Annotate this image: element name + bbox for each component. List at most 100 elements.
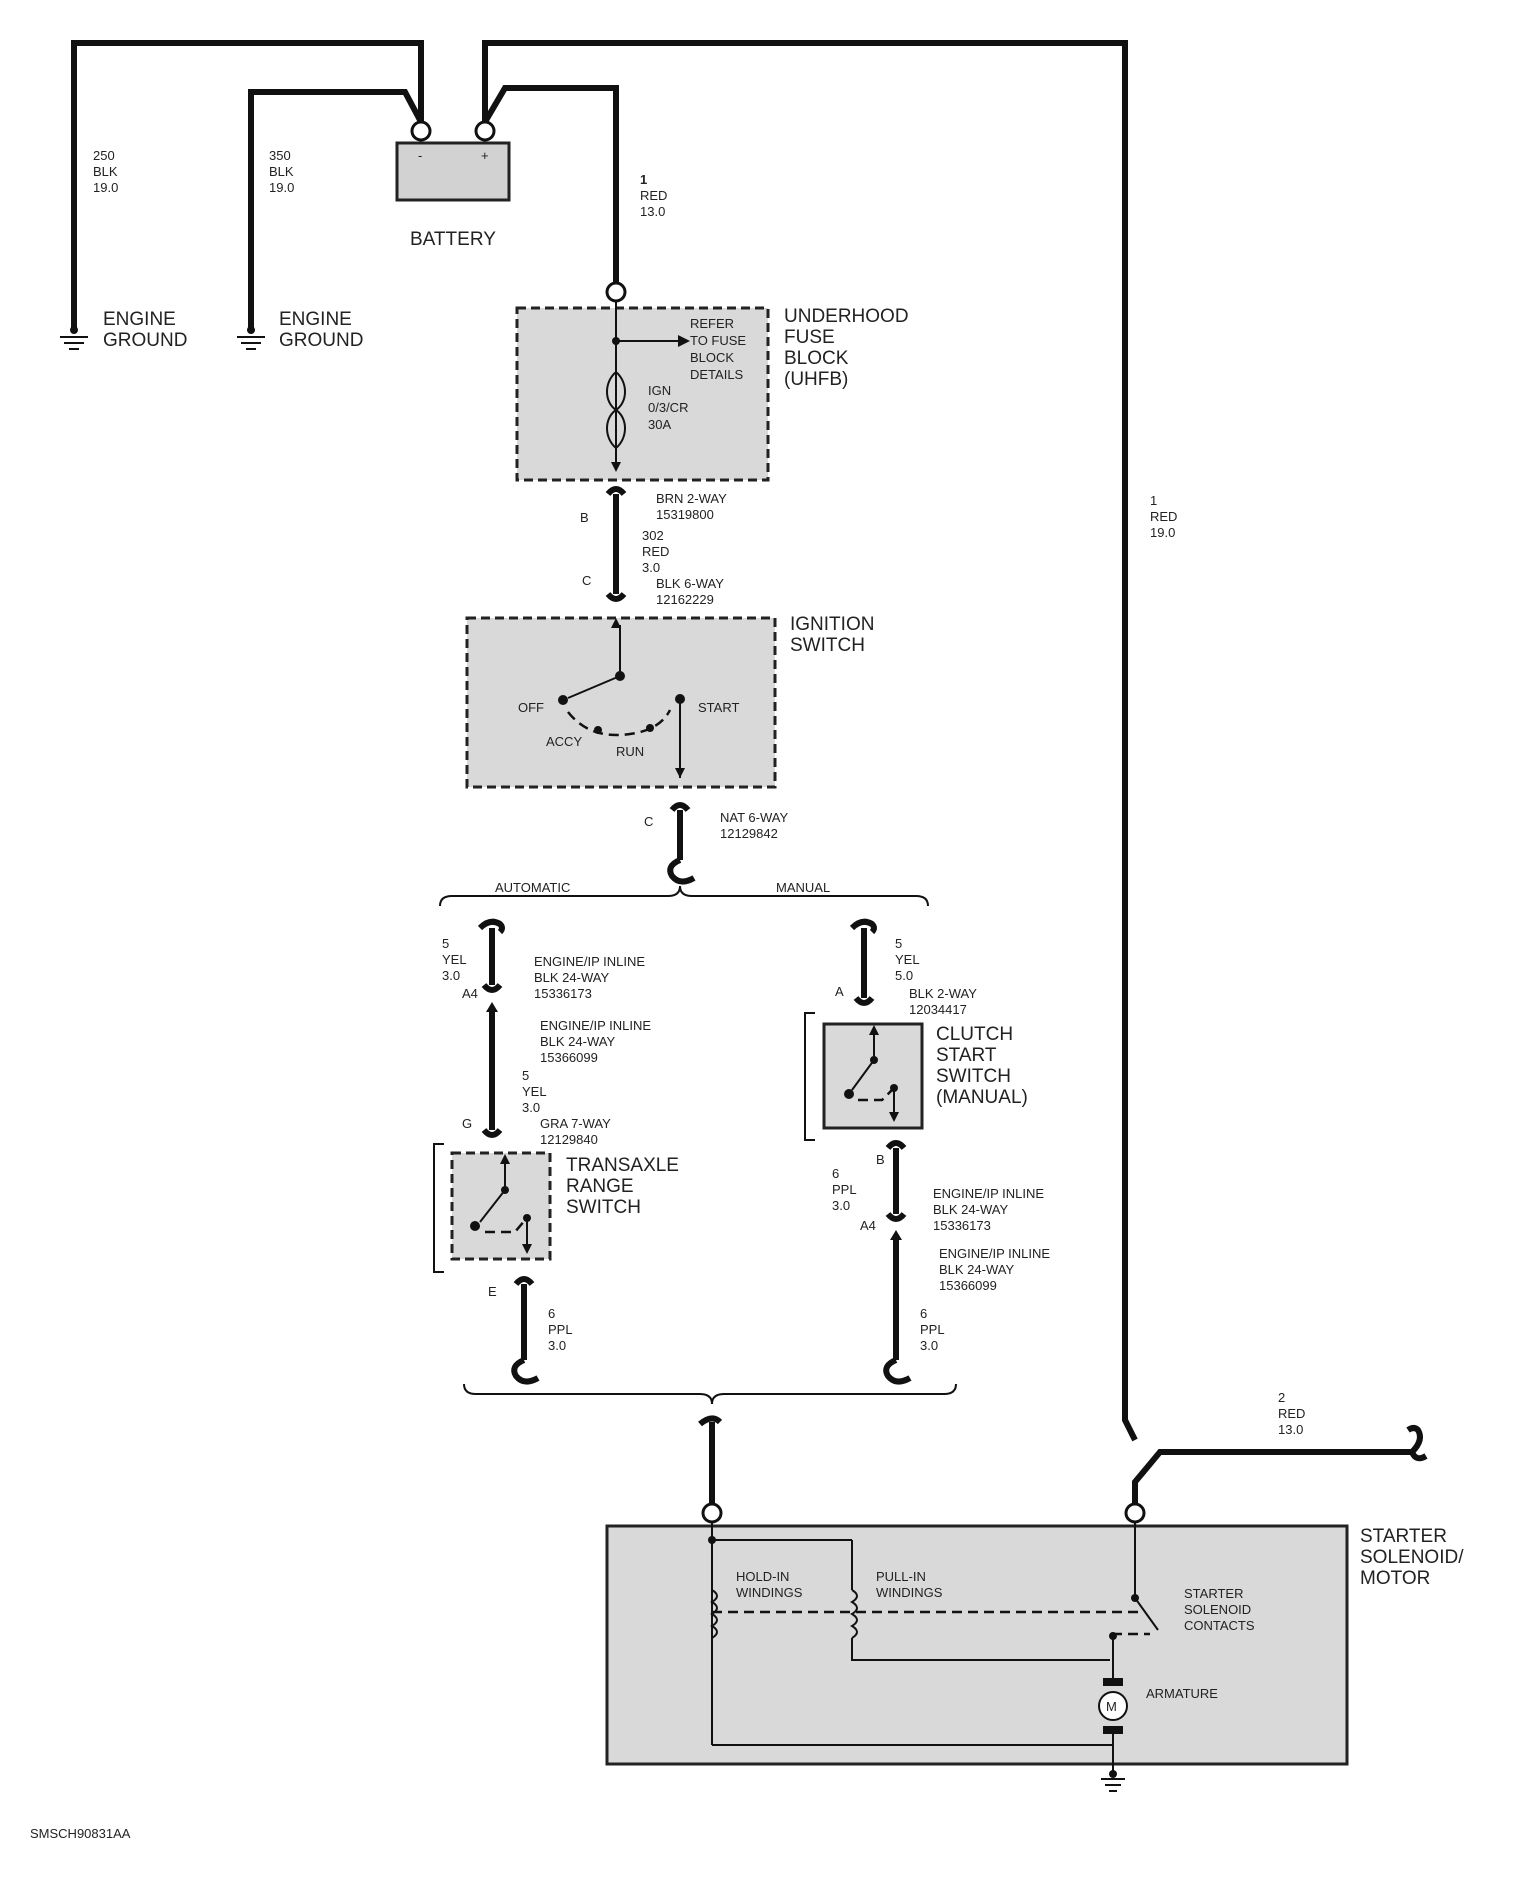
manual-wire-middle	[885, 1140, 907, 1222]
ignition-pos-accy: ACCY	[546, 734, 582, 749]
wire-302	[605, 486, 627, 602]
starter-feed-color: RED	[1150, 509, 1177, 524]
ignition-pos-start: START	[698, 700, 739, 715]
clutch-title-1: CLUTCH	[936, 1024, 1013, 1045]
battery: - +	[395, 120, 511, 202]
ground-1-gauge: 19.0	[93, 180, 118, 195]
ign-out-conn-part: 12129842	[720, 826, 778, 841]
manual-inline-b-l2: BLK 24-WAY	[939, 1262, 1014, 1277]
manual-wire2-circuit: 6	[832, 1166, 839, 1181]
manual-inline-a-l1: ENGINE/IP INLINE	[933, 1186, 1044, 1201]
manual-wire2-gauge: 3.0	[832, 1198, 850, 1213]
auto-wire2-gauge: 3.0	[522, 1100, 540, 1115]
auto-wire1-circuit: 5	[442, 936, 449, 951]
transaxle-range-switch	[433, 1143, 552, 1273]
ground-2-label-line2: GROUND	[279, 330, 363, 351]
auto-wire1-gauge: 3.0	[442, 968, 460, 983]
ground-1-label-line1: ENGINE	[103, 309, 176, 330]
uhfb-fuse-3: 30A	[648, 417, 671, 432]
auto-inline-a-part: 15336173	[534, 986, 592, 1001]
manual-conn-a-name: BLK 2-WAY	[909, 986, 977, 1001]
battery-feed-gauge: 13.0	[640, 204, 665, 219]
branch-brace-bottom	[463, 1383, 957, 1405]
manual-inline-b-l1: ENGINE/IP INLINE	[939, 1246, 1050, 1261]
wire-302-color: RED	[642, 544, 669, 559]
auto-inline-b-l1: ENGINE/IP INLINE	[540, 1018, 651, 1033]
auto-wire2-color: YEL	[522, 1084, 547, 1099]
manual-wire3-gauge: 3.0	[920, 1338, 938, 1353]
fuse-symbol	[606, 370, 626, 450]
ground-symbol-1	[60, 326, 88, 350]
manual-wire1-circuit: 5	[895, 936, 902, 951]
ign-in-conn-name: BLK 6-WAY	[656, 576, 724, 591]
starter-title-1: STARTER	[1360, 1526, 1447, 1547]
uhfb-refer-4: DETAILS	[690, 367, 744, 382]
uhfb-title-3: BLOCK	[784, 348, 849, 369]
hold-in-label-1: HOLD-IN	[736, 1569, 789, 1584]
underhood-fuse-block	[515, 302, 770, 482]
ground-1-label-line2: GROUND	[103, 330, 187, 351]
ign-out-conn-name: NAT 6-WAY	[720, 810, 788, 825]
battery-neg-sign: -	[418, 148, 422, 163]
ignition-switch	[465, 616, 777, 789]
pull-in-label-1: PULL-IN	[876, 1569, 926, 1584]
manual-conn-a-part: 12034417	[909, 1002, 967, 1017]
manual-conn-a-pin: A	[835, 984, 844, 999]
manual-inline-a-pin: A4	[860, 1218, 876, 1233]
manual-wire-lower	[883, 1230, 912, 1385]
uhfb-title-1: UNDERHOOD	[784, 306, 909, 327]
ground-wire-250	[71, 40, 424, 330]
uhfb-refer-2: TO FUSE	[690, 333, 746, 348]
manual-wire2-color: PPL	[832, 1182, 857, 1197]
transaxle-title-2: RANGE	[566, 1176, 634, 1197]
starter-title-3: MOTOR	[1360, 1568, 1430, 1589]
starter-feed-circuit: 1	[1150, 493, 1157, 508]
diagram-id: SMSCH90831AA	[30, 1826, 131, 1841]
manual-wire3-color: PPL	[920, 1322, 945, 1337]
ignition-pos-run: RUN	[616, 744, 644, 759]
auto-wire3-color: PPL	[548, 1322, 573, 1337]
starter-solenoid-motor	[605, 1522, 1349, 1792]
ground-wire-350	[248, 89, 424, 330]
wire-to-starter-s-terminal	[698, 1415, 723, 1524]
manual-pin-b: B	[876, 1152, 885, 1167]
battery-feed-color: RED	[640, 188, 667, 203]
manual-inline-b-part: 15366099	[939, 1278, 997, 1293]
wire-302-gauge: 3.0	[642, 560, 660, 575]
wire-2-color: RED	[1278, 1406, 1305, 1421]
wire-battery-to-uhfb	[482, 85, 627, 303]
contacts-label-1: STARTER	[1184, 1586, 1243, 1601]
uhfb-refer-3: BLOCK	[690, 350, 734, 365]
pull-in-label-2: WINDINGS	[876, 1585, 943, 1600]
ignition-pos-off: OFF	[518, 700, 544, 715]
auto-pin-e: E	[488, 1284, 497, 1299]
uhfb-fuse-1: IGN	[648, 383, 671, 398]
wire-302-circuit: 302	[642, 528, 664, 543]
transaxle-title-1: TRANSAXLE	[566, 1155, 679, 1176]
auto-wire3-gauge: 3.0	[548, 1338, 566, 1353]
branch-label-manual: MANUAL	[776, 880, 830, 895]
ground-2-gauge: 19.0	[269, 180, 294, 195]
ground-1-circuit: 250	[93, 148, 115, 163]
auto-conn-g-name: GRA 7-WAY	[540, 1116, 611, 1131]
auto-inline-a-pin: A4	[462, 986, 478, 1001]
ign-in-pin: C	[582, 573, 591, 588]
auto-inline-a-l2: BLK 24-WAY	[534, 970, 609, 985]
ignition-title-2: SWITCH	[790, 635, 865, 656]
ground-symbol-2	[237, 326, 265, 350]
ground-2-label-line1: ENGINE	[279, 309, 352, 330]
uhfb-out-conn-part: 15319800	[656, 507, 714, 522]
auto-wire-lower	[511, 1276, 540, 1385]
manual-inline-a-l2: BLK 24-WAY	[933, 1202, 1008, 1217]
wire-2-red	[1124, 1425, 1428, 1524]
auto-conn-g-pin: G	[462, 1116, 472, 1131]
manual-wire3-circuit: 6	[920, 1306, 927, 1321]
armature-motor-symbol: M	[1106, 1699, 1117, 1714]
ignition-title-1: IGNITION	[790, 614, 874, 635]
uhfb-out-pin: B	[580, 510, 589, 525]
auto-wire2-circuit: 5	[522, 1068, 529, 1083]
manual-inline-a-part: 15336173	[933, 1218, 991, 1233]
clutch-title-2: START	[936, 1045, 997, 1066]
pull-in-coil	[850, 1589, 858, 1639]
